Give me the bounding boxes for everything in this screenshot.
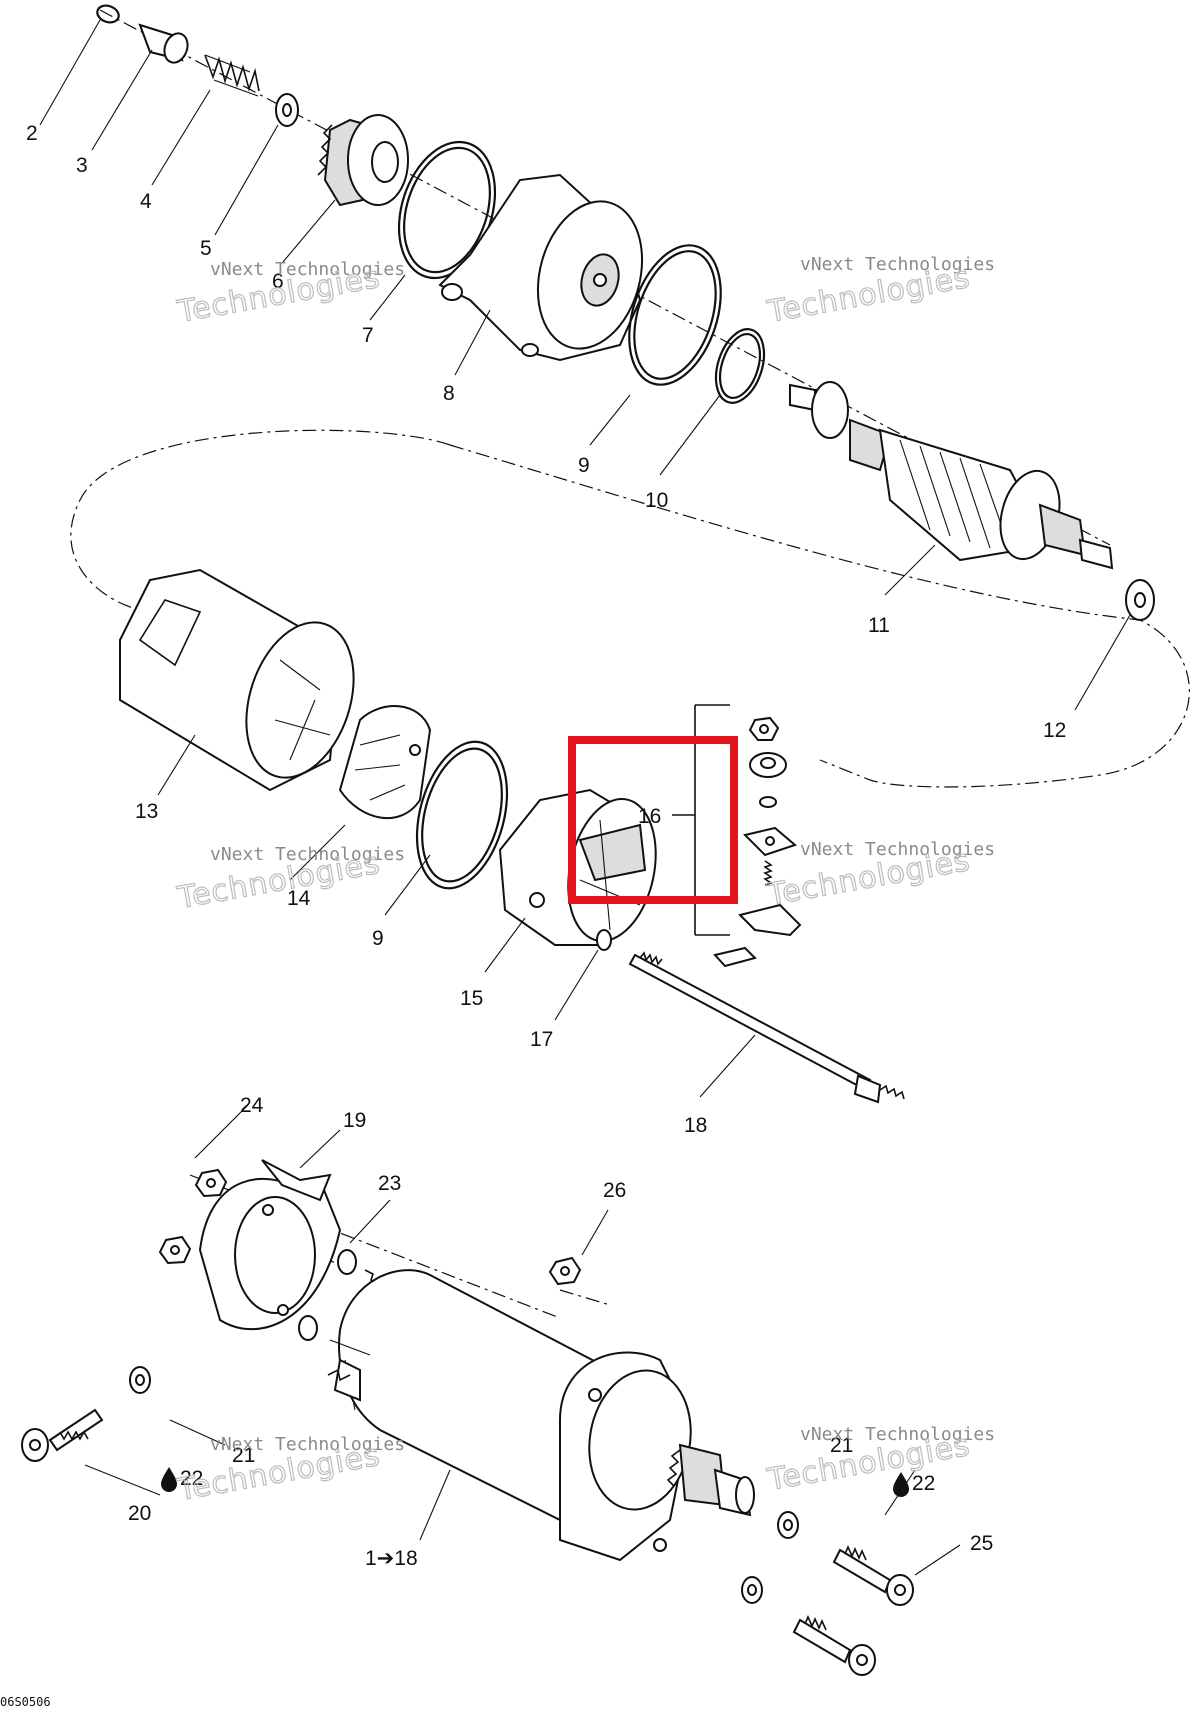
part-21-washer-right-lower[interactable] (741, 1576, 763, 1604)
part-10-o-ring-small[interactable] (707, 323, 772, 409)
callout-7: 7 (362, 324, 374, 347)
part-21-washer-left[interactable] (129, 1366, 151, 1394)
part-5-washer[interactable] (275, 93, 299, 127)
callout-10: 10 (645, 489, 668, 512)
callout-16: 16 (638, 805, 661, 828)
callout-11: 11 (868, 614, 890, 637)
callout-21-right: 21 (830, 1434, 853, 1457)
callout-15: 15 (460, 987, 483, 1010)
svg-text:vNext Technologies: vNext Technologies (800, 839, 995, 860)
callout-8: 8 (443, 382, 455, 405)
part-23-washer-lower[interactable] (298, 1315, 318, 1341)
callout-24: 24 (240, 1094, 264, 1117)
starter-motor-assembly[interactable] (327, 1269, 755, 1562)
part-8-drive-housing[interactable] (438, 173, 658, 362)
callout-13: 13 (135, 800, 158, 823)
watermark-mid-right: vNext Technologies Technologies (764, 839, 995, 914)
oil-drop-icon (893, 1472, 909, 1497)
callout-3: 3 (76, 154, 88, 177)
part-9-o-ring-middle[interactable] (402, 732, 522, 899)
oil-drop-icon (161, 1467, 177, 1492)
callout-4: 4 (140, 190, 152, 213)
callout-22-right: 22 (912, 1472, 935, 1495)
svg-text:vNext Technologies: vNext Technologies (210, 844, 405, 865)
part-4-spring[interactable] (204, 54, 260, 97)
part-3-sleeve[interactable] (138, 23, 191, 66)
part-21-washer-right-upper[interactable] (777, 1511, 799, 1539)
callout-1-to-18: 1➔18 (365, 1547, 418, 1570)
part-23-washer-upper[interactable] (337, 1249, 357, 1275)
callout-9-top: 9 (578, 454, 590, 477)
callout-18: 18 (684, 1114, 707, 1137)
part-18-through-bolt[interactable] (628, 951, 905, 1104)
part-24-nut-2[interactable] (158, 1235, 192, 1265)
part-26-nut[interactable] (548, 1256, 582, 1286)
watermark-bottom-left: vNext Technologies Technologies (174, 1434, 405, 1509)
callout-14: 14 (287, 887, 311, 910)
callout-23: 23 (378, 1172, 401, 1195)
part-11-armature[interactable] (789, 381, 1114, 570)
bottom-axis-line-3 (559, 1289, 611, 1306)
part-6-pinion-drive[interactable] (317, 114, 409, 207)
callout-19: 19 (343, 1109, 366, 1132)
leader-lines (39, 19, 1131, 1576)
part-20-bolt[interactable] (21, 1408, 104, 1462)
figure-code: 06S0506 (0, 1695, 51, 1709)
part-25-bolt-upper[interactable] (832, 1545, 914, 1606)
svg-text:vNext Technologies: vNext Technologies (210, 259, 405, 280)
callout-5: 5 (200, 237, 212, 260)
callout-22-left: 22 (180, 1467, 203, 1490)
callout-9-middle: 9 (372, 927, 384, 950)
part-13-yoke-frame[interactable] (119, 568, 372, 792)
part-17-washer-small[interactable] (596, 929, 612, 951)
part-25-bolt-lower[interactable] (792, 1615, 876, 1676)
callout-17: 17 (530, 1028, 553, 1051)
part-19-bracket[interactable] (198, 1159, 342, 1331)
watermark-top-right: vNext Technologies Technologies (764, 254, 995, 331)
part-12-washer[interactable] (1125, 579, 1155, 621)
part-24-nut[interactable] (194, 1168, 228, 1198)
svg-text:vNext Technologies: vNext Technologies (800, 1424, 995, 1445)
callout-21-left: 21 (232, 1444, 255, 1467)
callout-6: 6 (272, 270, 284, 293)
callout-20: 20 (128, 1502, 151, 1525)
callout-12: 12 (1043, 719, 1066, 742)
highlight-box-item-16 (568, 736, 738, 904)
callout-26: 26 (603, 1179, 626, 1202)
part-16-terminal-hardware[interactable] (672, 704, 802, 968)
callout-2: 2 (26, 122, 38, 145)
svg-text:vNext Technologies: vNext Technologies (800, 254, 995, 275)
assembly-loop-line (70, 429, 1190, 788)
svg-text:vNext Technologies: vNext Technologies (210, 1434, 405, 1455)
part-9-o-ring-top[interactable] (613, 234, 737, 397)
part-2-snap-ring[interactable] (95, 3, 121, 26)
callout-25: 25 (970, 1532, 993, 1555)
watermark-bottom-right: vNext Technologies Technologies (764, 1424, 995, 1499)
part-14-brush-plate[interactable] (338, 705, 432, 819)
